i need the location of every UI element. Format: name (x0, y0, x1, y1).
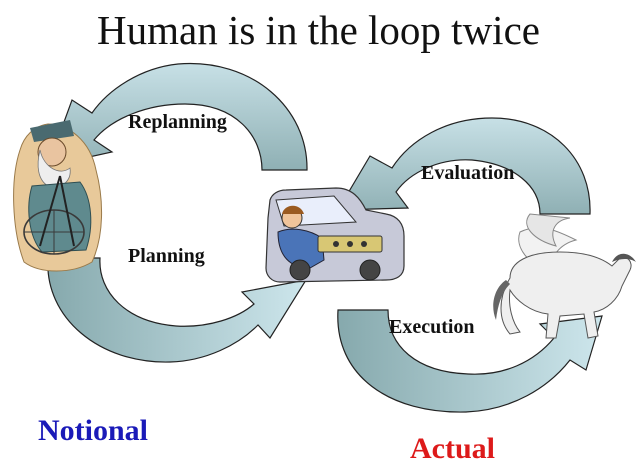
pegasus-horse-icon (493, 213, 636, 339)
evaluation-arrow (336, 117, 591, 215)
execution-label: Execution (389, 316, 475, 338)
planning-label: Planning (128, 245, 205, 267)
actual-label: Actual (410, 432, 495, 465)
execution-arrow (337, 309, 603, 413)
navigator-figure-icon (13, 120, 103, 272)
planning-arrow (47, 257, 308, 363)
page-title: Human is in the loop twice (97, 7, 540, 53)
evaluation-label: Evaluation (421, 162, 515, 184)
replanning-label: Replanning (128, 111, 227, 133)
replanning-arrow (47, 62, 308, 171)
driver-in-car-icon (265, 187, 405, 283)
notional-label: Notional (38, 414, 149, 447)
